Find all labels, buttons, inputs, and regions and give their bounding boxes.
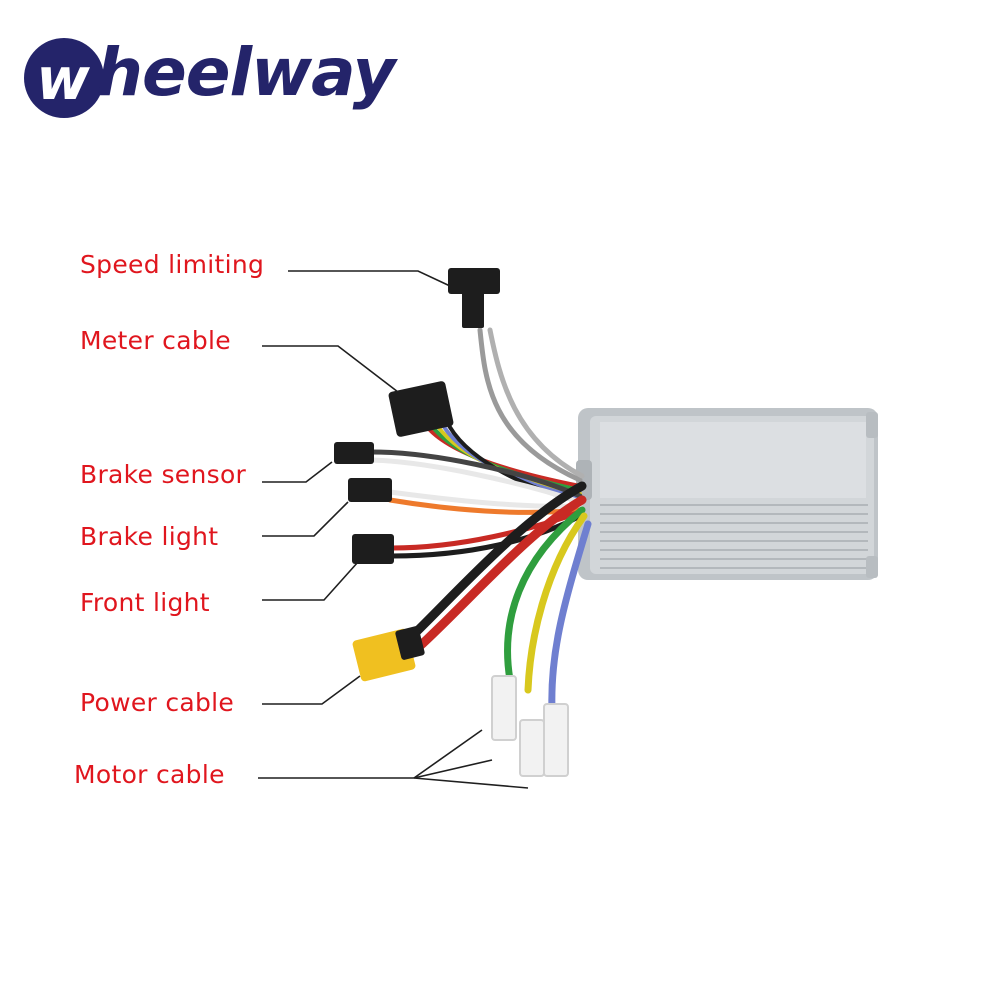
leader-brake-light <box>262 501 349 537</box>
logo-emblem-letter: w <box>36 45 90 113</box>
wire-speed-gray-1 <box>477 327 583 483</box>
wire-power-black <box>405 481 587 643</box>
label-speed-limiting: Speed limiting <box>80 250 265 279</box>
connector-front-light <box>352 534 394 564</box>
leader-power-cable <box>262 675 361 705</box>
logo-wordmark: heelway <box>96 34 396 111</box>
label-motor-cable: Motor cable <box>74 760 225 789</box>
connector-brake-sensor <box>334 442 374 464</box>
leader-brake-sensor <box>262 461 333 483</box>
label-front-light: Front light <box>80 588 210 617</box>
leader-meter-cable <box>262 345 399 393</box>
wire-motor-yellow <box>524 512 588 694</box>
logo-emblem-icon: w <box>24 38 104 118</box>
label-power-cable: Power cable <box>80 688 235 717</box>
wire-speed-gray-2 <box>487 327 585 479</box>
connector-speed-limiting <box>448 268 500 328</box>
wire-bundle <box>369 327 592 714</box>
wire-motor-blue <box>548 520 592 714</box>
controller-fins <box>600 504 868 569</box>
leader-speed-limiting <box>288 270 451 287</box>
wire-motor-green <box>504 506 586 684</box>
label-brake-light: Brake light <box>80 522 219 551</box>
controller-box <box>576 408 878 580</box>
connector-brake-light <box>348 478 392 502</box>
connector-power-xt60 <box>352 626 425 682</box>
label-meter-cable: Meter cable <box>80 326 231 355</box>
connector-meter-cable <box>388 381 454 437</box>
leader-front-light <box>262 561 359 601</box>
leader-lines <box>258 270 529 789</box>
wire-power-red <box>415 495 587 651</box>
connector-motor <box>491 675 569 777</box>
label-brake-sensor: Brake sensor <box>80 460 247 489</box>
